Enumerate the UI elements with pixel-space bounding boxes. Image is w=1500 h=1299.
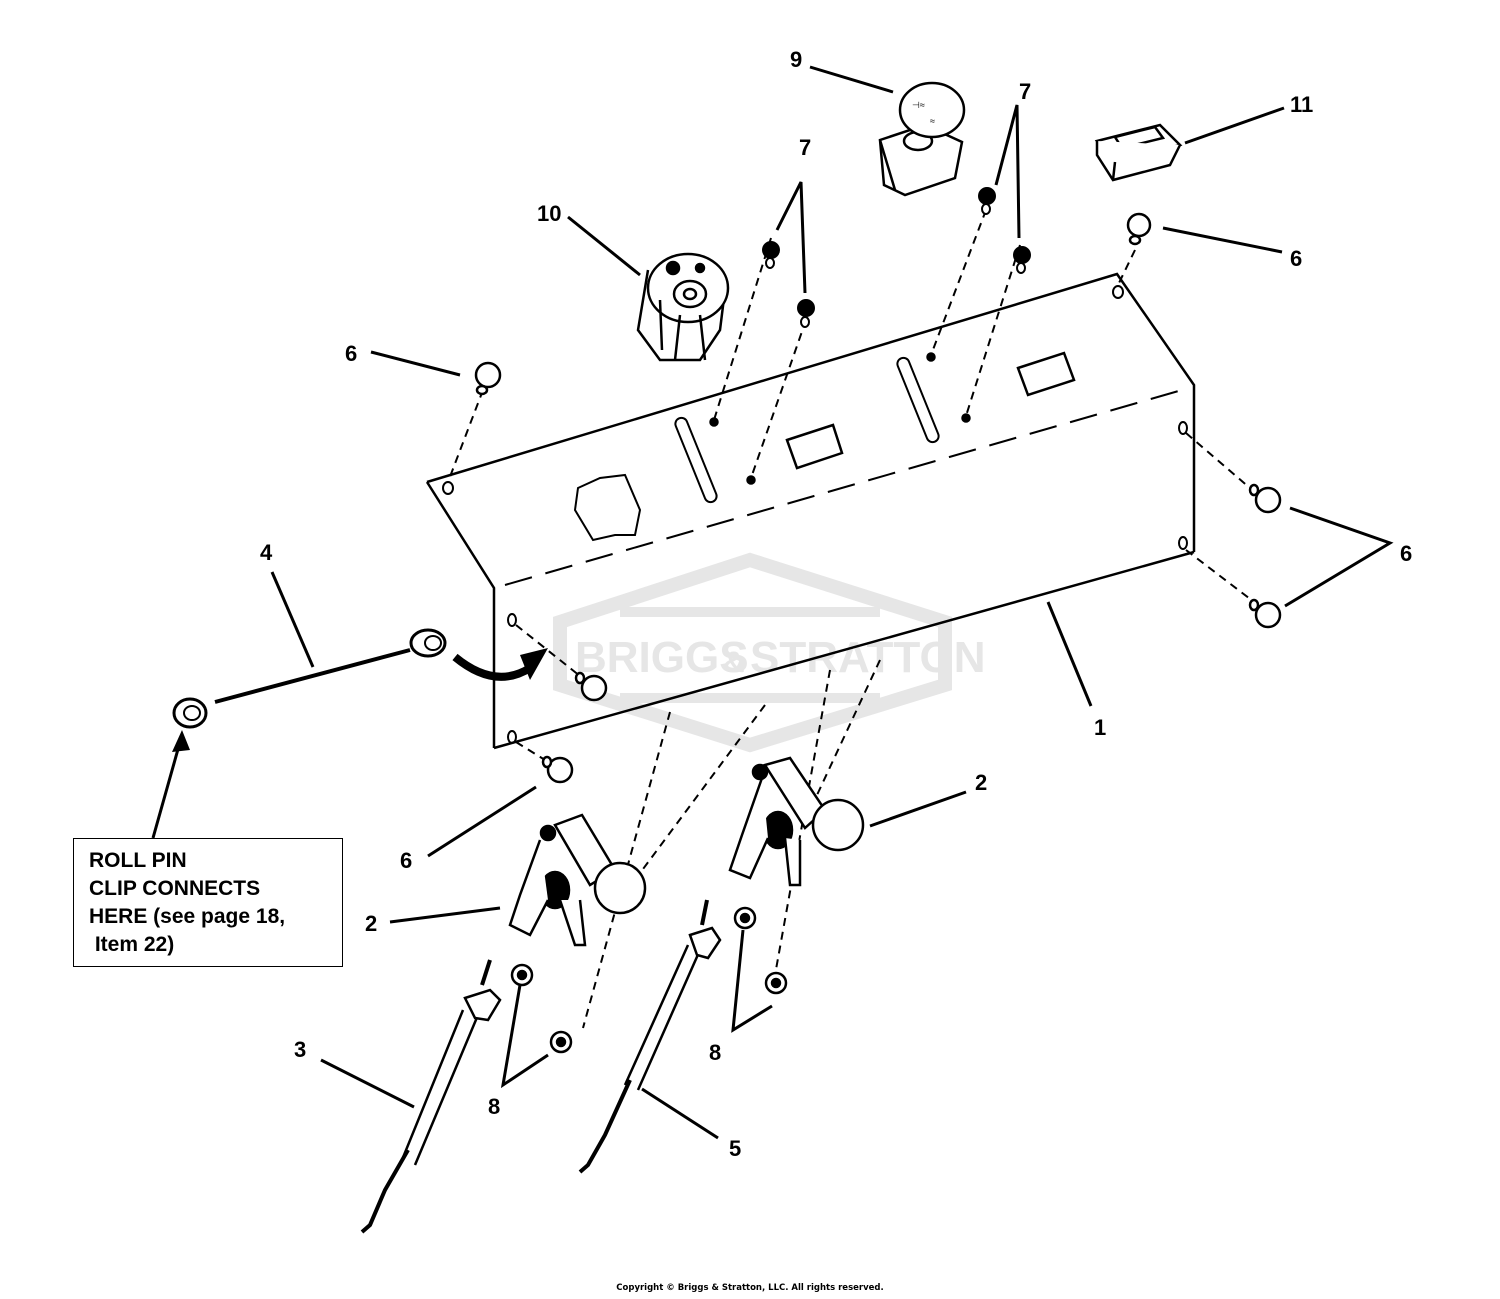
roll-pin-clip-cable[interactable] [172,628,447,729]
note-arrowhead [172,730,190,752]
ignition-switch[interactable] [636,252,730,362]
pto-switch[interactable]: ⊣≈ ≈ [878,81,966,197]
callout-4[interactable]: 4 [260,540,273,565]
callout-3[interactable]: 3 [294,1037,307,1062]
callout-6-left[interactable]: 6 [345,341,358,366]
control-lever-right[interactable] [728,756,865,887]
lock-nuts[interactable] [510,906,788,1054]
callout-8-left[interactable]: 8 [488,1094,501,1119]
callout-6-front[interactable]: 6 [400,848,413,873]
bolt-top-left [474,361,502,396]
bolt-front-upper [574,671,608,702]
callout-1[interactable]: 1 [1094,715,1107,740]
callout-6-right[interactable]: 6 [1400,541,1413,566]
note-line-4: Item 22) [89,933,175,956]
watermark-text-right: STRATTON [750,633,985,682]
bolt-top-right [1126,212,1152,246]
dash-panel[interactable] [425,272,1196,750]
install-direction-arrow [452,648,548,681]
note-line-1: ROLL PIN [89,849,187,872]
control-lever-left[interactable] [508,813,647,947]
control-cable-right[interactable] [578,899,722,1174]
callout-2-left[interactable]: 2 [365,911,378,936]
copyright-notice: Copyright © Briggs & Stratton, LLC. All … [616,1283,884,1293]
rivets[interactable] [762,187,1031,328]
leader-lines [151,65,1394,1140]
svg-text:⊣≈: ⊣≈ [912,100,925,110]
callout-5[interactable]: 5 [729,1136,742,1161]
brand-watermark: BRIGGS & STRATTON ® [553,552,985,753]
callout-11[interactable]: 11 [1290,92,1314,117]
callout-2-right[interactable]: 2 [975,770,988,795]
callout-7-right[interactable]: 7 [1019,79,1032,104]
bolt-right-upper [1248,483,1282,514]
callout-10[interactable]: 10 [537,201,562,226]
bolt-right-lower [1248,598,1282,629]
svg-text:≈: ≈ [930,116,935,126]
callout-9[interactable]: 9 [790,47,803,72]
watermark-registered: ® [865,691,874,705]
callout-6-top-right[interactable]: 6 [1290,246,1303,271]
hour-meter-bezel[interactable] [1094,123,1183,182]
callout-7-left[interactable]: 7 [799,135,812,160]
control-cable-left[interactable] [360,959,502,1234]
bolts[interactable] [474,212,1282,784]
callout-8-right[interactable]: 8 [709,1040,722,1065]
roll-pin-note-box: ROLL PIN CLIP CONNECTS HERE (see page 18… [73,838,343,967]
note-line-3: HERE (see page 18, [89,905,286,928]
bolt-front-lower [541,755,574,784]
watermark-text-amp: & [723,646,745,679]
watermark-text-left: BRIGGS [575,633,749,682]
note-line-2: CLIP CONNECTS [89,877,261,900]
